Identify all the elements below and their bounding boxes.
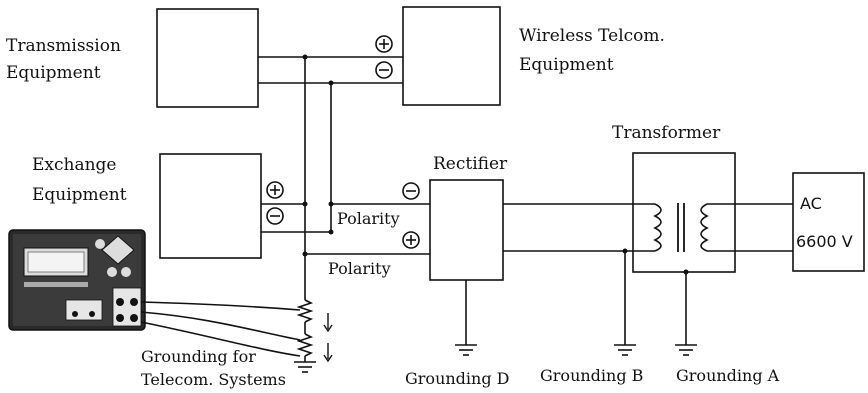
grounding-telecom-label-line2: Telecom. Systems <box>141 370 286 389</box>
grounding-d-label: Grounding D <box>405 369 510 388</box>
ground-b-symbol-icon <box>614 344 636 356</box>
transmission-equipment-box <box>156 8 259 108</box>
wireless-plus-terminal <box>375 35 393 53</box>
rectifier-minus-terminal <box>402 182 420 200</box>
ac-label-line2: 6600 V <box>796 232 853 251</box>
exchange-label-line1: Exchange <box>32 155 117 175</box>
polarity-lower-label: Polarity <box>328 259 391 278</box>
grounding-b-label: Grounding B <box>540 366 643 385</box>
transformer-coil-icon <box>633 203 735 252</box>
exchange-equipment-box <box>159 153 262 259</box>
transformer-label: Transformer <box>612 123 721 143</box>
ac-source-box <box>792 172 865 272</box>
rectifier-plus-terminal <box>402 231 420 249</box>
exchange-minus-terminal <box>266 207 284 225</box>
measurement-arrows-icon <box>323 313 333 363</box>
ground-tester-device-icon <box>8 229 146 331</box>
grounding-a-label: Grounding A <box>676 366 780 385</box>
transmission-label-line1: Transmission <box>6 36 121 56</box>
ground-d-symbol-icon <box>455 344 477 356</box>
resistor-icon <box>296 299 314 362</box>
transmission-label-line2: Equipment <box>6 63 101 83</box>
wireless-label-line1: Wireless Telcom. <box>519 26 665 46</box>
ground-a-symbol-icon <box>675 344 697 356</box>
ground-telecom-symbol-icon <box>294 361 316 373</box>
tester-lead-1 <box>140 301 301 311</box>
polarity-upper-label: Polarity <box>337 209 400 228</box>
ac-label-line1: AC <box>800 194 822 213</box>
wireless-minus-terminal <box>375 61 393 79</box>
tester-lead-2 <box>140 311 301 341</box>
exchange-plus-terminal <box>266 181 284 199</box>
wireless-equipment-box <box>402 6 501 106</box>
tester-lead-3 <box>140 321 301 357</box>
exchange-label-line2: Equipment <box>32 185 127 205</box>
rectifier-box <box>429 179 504 281</box>
wireless-label-line2: Equipment <box>519 55 614 75</box>
grounding-telecom-label-line1: Grounding for <box>141 347 256 366</box>
rectifier-label: Rectifier <box>433 154 508 174</box>
